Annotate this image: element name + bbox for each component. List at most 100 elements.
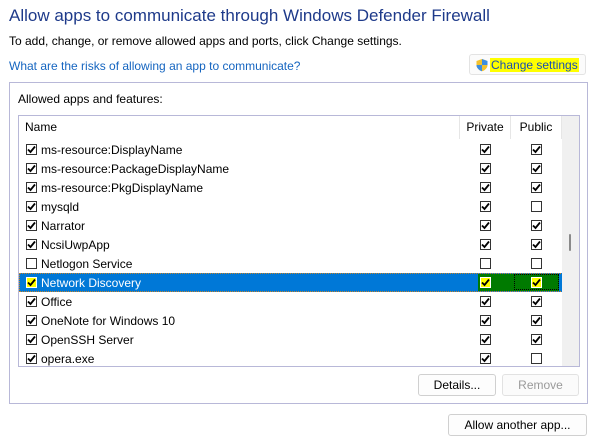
private-cell xyxy=(460,201,511,212)
app-name-cell: ms-resource:DisplayName xyxy=(19,143,460,157)
public-cell xyxy=(511,220,562,231)
table-row[interactable]: Netlogon Service xyxy=(19,254,563,273)
public-checkbox[interactable] xyxy=(531,315,542,326)
app-name-cell: Office xyxy=(19,295,460,309)
table-row[interactable]: Narrator xyxy=(19,216,563,235)
app-name-cell: opera.exe xyxy=(19,352,460,366)
private-cell xyxy=(460,163,511,174)
app-name-cell: ms-resource:PkgDisplayName xyxy=(19,181,460,195)
app-name: Netlogon Service xyxy=(41,256,133,271)
public-checkbox[interactable] xyxy=(531,296,542,307)
app-enabled-checkbox[interactable] xyxy=(26,220,37,231)
private-checkbox[interactable] xyxy=(480,201,491,212)
public-checkbox[interactable] xyxy=(531,144,542,155)
private-checkbox[interactable] xyxy=(480,163,491,174)
table-row[interactable]: OpenSSH Server xyxy=(19,330,563,349)
app-name-cell: OpenSSH Server xyxy=(19,333,460,347)
public-checkbox[interactable] xyxy=(531,182,542,193)
column-header-private[interactable]: Private xyxy=(460,116,511,139)
private-cell xyxy=(460,334,511,345)
scrollbar-thumb[interactable] xyxy=(569,234,571,251)
private-checkbox[interactable] xyxy=(480,315,491,326)
list-header: Name Private Public xyxy=(19,116,563,139)
app-enabled-checkbox[interactable] xyxy=(26,201,37,212)
remove-button[interactable]: Remove xyxy=(502,374,579,396)
public-checkbox[interactable] xyxy=(531,334,542,345)
public-cell xyxy=(511,334,562,345)
private-checkbox[interactable] xyxy=(480,182,491,193)
private-cell xyxy=(460,296,511,307)
table-row[interactable]: ms-resource:PkgDisplayName xyxy=(19,178,563,197)
app-enabled-checkbox[interactable] xyxy=(26,163,37,174)
public-cell xyxy=(511,182,562,193)
table-row[interactable]: OneNote for Windows 10 xyxy=(19,311,563,330)
table-row[interactable]: ms-resource:DisplayName xyxy=(19,140,563,159)
app-enabled-checkbox[interactable] xyxy=(26,144,37,155)
page-title: Allow apps to communicate through Window… xyxy=(9,6,490,25)
app-enabled-checkbox[interactable] xyxy=(26,182,37,193)
public-checkbox[interactable] xyxy=(531,353,542,364)
private-checkbox[interactable] xyxy=(480,353,491,364)
app-enabled-checkbox[interactable] xyxy=(26,315,37,326)
app-name: mysqld xyxy=(41,199,80,214)
app-name: Office xyxy=(41,294,73,309)
app-name-cell: NcsiUwpApp xyxy=(19,238,460,252)
private-checkbox[interactable] xyxy=(480,277,491,288)
change-settings-label: Change settings xyxy=(490,57,579,72)
app-enabled-checkbox[interactable] xyxy=(26,353,37,364)
app-enabled-checkbox[interactable] xyxy=(26,277,37,288)
app-name: ms-resource:PackageDisplayName xyxy=(41,161,230,176)
allowed-apps-label: Allowed apps and features: xyxy=(18,92,163,106)
private-checkbox[interactable] xyxy=(480,144,491,155)
public-checkbox[interactable] xyxy=(531,201,542,212)
app-name: OneNote for Windows 10 xyxy=(41,313,176,328)
private-cell xyxy=(460,182,511,193)
app-enabled-checkbox[interactable] xyxy=(26,334,37,345)
app-enabled-checkbox[interactable] xyxy=(26,239,37,250)
allowed-apps-list[interactable]: Name Private Public ms-resource:DisplayN… xyxy=(18,115,580,367)
column-header-name[interactable]: Name xyxy=(19,116,460,139)
public-checkbox[interactable] xyxy=(531,220,542,231)
private-cell xyxy=(460,353,511,364)
table-row[interactable]: ms-resource:PackageDisplayName xyxy=(19,159,563,178)
public-cell xyxy=(511,277,562,288)
risks-link[interactable]: What are the risks of allowing an app to… xyxy=(9,59,301,73)
app-name-cell: Netlogon Service xyxy=(19,257,460,271)
private-checkbox[interactable] xyxy=(480,296,491,307)
table-row[interactable]: Office xyxy=(19,292,563,311)
public-checkbox[interactable] xyxy=(531,277,542,288)
private-checkbox[interactable] xyxy=(480,239,491,250)
allowed-apps-group xyxy=(9,82,588,404)
allow-another-app-button[interactable]: Allow another app... xyxy=(448,414,587,436)
private-cell xyxy=(460,220,511,231)
column-header-public[interactable]: Public xyxy=(511,116,562,139)
public-cell xyxy=(511,144,562,155)
public-cell xyxy=(511,315,562,326)
private-checkbox[interactable] xyxy=(480,220,491,231)
app-name-cell: OneNote for Windows 10 xyxy=(19,314,460,328)
change-settings-button[interactable]: Change settings xyxy=(469,54,586,75)
app-name: OpenSSH Server xyxy=(41,332,134,347)
list-rows: ms-resource:DisplayName ms-resource:Packa… xyxy=(19,140,563,366)
private-checkbox[interactable] xyxy=(480,258,491,269)
public-cell xyxy=(511,201,562,212)
vertical-scrollbar[interactable] xyxy=(562,116,579,366)
app-name-cell: Network Discovery xyxy=(19,276,460,290)
app-enabled-checkbox[interactable] xyxy=(26,258,37,269)
private-checkbox[interactable] xyxy=(480,334,491,345)
table-row[interactable]: NcsiUwpApp xyxy=(19,235,563,254)
app-enabled-checkbox[interactable] xyxy=(26,296,37,307)
table-row[interactable]: Network Discovery xyxy=(19,273,563,292)
public-checkbox[interactable] xyxy=(531,163,542,174)
private-cell xyxy=(460,315,511,326)
app-name: Network Discovery xyxy=(41,275,142,290)
table-row[interactable]: mysqld xyxy=(19,197,563,216)
private-cell xyxy=(460,258,511,269)
focus-rectangle xyxy=(514,274,559,290)
public-checkbox[interactable] xyxy=(531,258,542,269)
details-button[interactable]: Details... xyxy=(418,374,496,396)
table-row[interactable]: opera.exe xyxy=(19,349,563,366)
public-cell xyxy=(511,296,562,307)
public-checkbox[interactable] xyxy=(531,239,542,250)
public-cell xyxy=(511,258,562,269)
